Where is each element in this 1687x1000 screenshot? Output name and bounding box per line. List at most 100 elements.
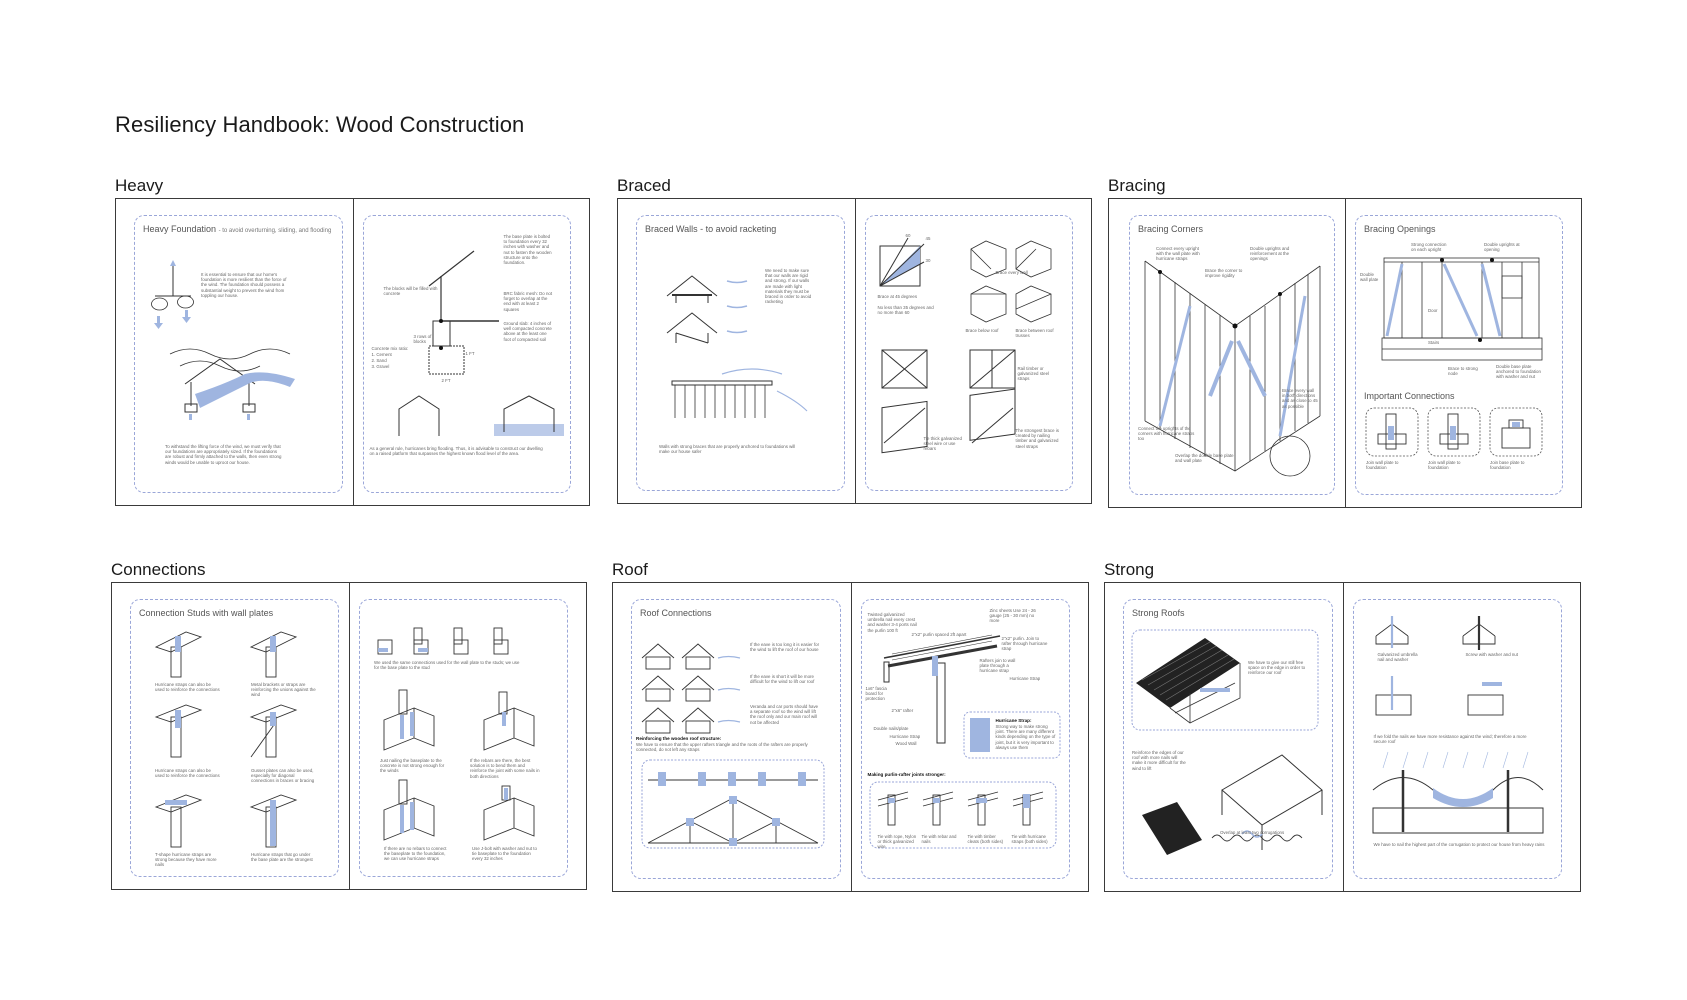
right-page: Bracing Openings Strong connection on ea…: [1355, 215, 1563, 495]
strap-detail-illustration: [963, 711, 1060, 759]
door-label: Door: [1428, 308, 1438, 313]
caption: Strong connection on each upright: [1411, 242, 1447, 253]
stud-connections-illustration: [154, 631, 298, 848]
caption: Brace below roof: [965, 328, 999, 333]
page-heading: Connection Studs with wall plates: [139, 608, 274, 618]
caption: Gusset plates can also be used, especial…: [251, 768, 315, 784]
caption: Reinforce the edges of our roof with mor…: [1132, 750, 1186, 771]
caption: Tie with timber cleats (both sides): [967, 834, 1004, 845]
corner-frame-illustration: [1144, 260, 1321, 477]
book-spread: Heavy Foundation - to avoid overturning,…: [115, 198, 590, 506]
caption: Join base plate to foundation: [1490, 460, 1525, 471]
caption: We have to nail the highest part of the …: [1373, 842, 1545, 847]
caption: Brace at 45 degrees: [877, 294, 918, 299]
caption: Hurricane Strap: [1009, 676, 1041, 681]
page-heading: Heavy Foundation: [143, 224, 217, 234]
caption: If the eave is short it will be more dif…: [750, 674, 815, 685]
caption-heading: Reinforcing the wooden roof structure:: [636, 736, 722, 741]
caption: As a general rule, hurricanes bring floo…: [369, 446, 543, 457]
dimension-label: 2 FT: [441, 378, 451, 383]
left-page: Roof Connections If the eave is too long…: [631, 599, 841, 879]
left-page: Connection Studs with wall plates Hurric…: [130, 599, 339, 877]
book-spread: Strong Roofs We have to give our still f…: [1104, 582, 1581, 892]
book-spread: Roof Connections If the eave is too long…: [612, 582, 1089, 892]
braced-house-illustration: [666, 275, 748, 344]
angle-label: 45: [925, 236, 931, 241]
right-page: Twisted galvanized umbrella nail every c…: [860, 599, 1070, 879]
left-page: Heavy Foundation - to avoid overturning,…: [134, 215, 343, 493]
corrugated-sheet-illustration: [1142, 754, 1323, 855]
caption: Brace the corner to improve rigidity: [1205, 268, 1243, 279]
truss-illustration: [641, 759, 825, 849]
caption: Concrete mix ratio:: [371, 346, 409, 351]
important-connections-illustration: [1365, 407, 1543, 457]
brace-frames-illustration: [881, 349, 1015, 454]
nail-details-illustration: [1375, 616, 1503, 716]
stairs-label: Stairs: [1428, 340, 1440, 345]
caption: To withstand the lifting force of the wi…: [165, 444, 282, 465]
caption: Rail timber or galvanized steel straps: [1017, 366, 1050, 382]
caption: Use J-bolt with washer and nut to tie ba…: [472, 846, 537, 862]
book-spread: Bracing Corners Connect every upright wi: [1108, 198, 1582, 508]
spread-fold: [850, 583, 852, 891]
caption: Ground slab: 4 inches of well compacted …: [503, 321, 552, 342]
purlin-joints-illustration: [869, 781, 1056, 849]
caption: Galvanized umbrella nail and washer: [1377, 652, 1418, 663]
caption: The base plate is bolted to foundation e…: [503, 234, 552, 266]
caption: Metal brackets or straps are reinforcing…: [251, 682, 316, 698]
caption: Double uprights at opening: [1484, 242, 1520, 253]
caption: Double uprights and reinforcement at the…: [1250, 246, 1290, 262]
caption: Brace every wall in both directions and …: [1282, 388, 1318, 409]
base-plate-connections-illustration: [377, 627, 535, 841]
left-page: Bracing Corners Connect every upright wi: [1129, 215, 1335, 495]
caption: If we fold the nails we have more resist…: [1373, 734, 1527, 745]
right-page: We used the same connections used for th…: [359, 599, 568, 877]
eave-houses-illustration: [641, 643, 741, 734]
caption: Hurricane straps can also be used to rei…: [155, 768, 220, 779]
caption: No less than 35 degrees and no more than…: [877, 305, 934, 316]
page-heading: Strong Roofs: [1132, 608, 1185, 618]
book-spread: Braced Walls - to avoid racketing We nee…: [617, 198, 1092, 504]
caption: Rafters join to wall plate through a hur…: [979, 658, 1016, 674]
left-page: Braced Walls - to avoid racketing We nee…: [636, 215, 845, 491]
balance-illustration: [151, 260, 194, 329]
caption: Brace every wall: [995, 270, 1028, 275]
caption: 1x6" fascia board for protection: [865, 686, 887, 702]
dimension-label: 1 FT: [465, 351, 475, 356]
caption: Zinc sheets Use 24 - 26 gauge (25 - 30 m…: [989, 608, 1036, 624]
caption: Brace to strong node: [1448, 366, 1478, 377]
sub-heading: Important Connections: [1364, 391, 1455, 401]
book-spread: Connection Studs with wall plates Hurric…: [111, 582, 587, 890]
caption: Tie with hurricane straps (both sides): [1011, 834, 1048, 845]
caption: It is essential to ensure that our home'…: [201, 272, 287, 298]
caption: Double wall plate: [1360, 272, 1379, 283]
caption: 2. Sand: [371, 358, 387, 363]
caption: 3 rows of blocks: [413, 334, 432, 345]
spread-fold: [854, 199, 856, 503]
page-heading-sub: - to avoid overturning, sliding, and flo…: [218, 228, 332, 234]
caption: 3. Gravel: [371, 364, 390, 369]
caption: If the eave is too long it is easier for…: [750, 642, 820, 653]
caption: Hurricane Strap: [889, 734, 921, 739]
box-bracing-illustration: [970, 240, 1051, 323]
rain-roof-illustration: [1372, 751, 1543, 834]
opening-frame-illustration: [1381, 257, 1543, 361]
roof-reinforce-illustration: [1131, 629, 1319, 731]
caption: T-shape hurricane straps are strong beca…: [155, 852, 217, 868]
caption-heading: Making purlin-rafter joints stronger:: [867, 772, 946, 777]
caption: Twisted galvanized umbrella nail every c…: [867, 612, 917, 633]
page-heading: Bracing Openings: [1364, 224, 1436, 234]
spread-fold: [352, 199, 354, 505]
caption: Tie with rope, Nylon or thick galvanized…: [877, 834, 917, 850]
caption: Hurricane straps that go under the base …: [251, 852, 313, 863]
caption: Tie thick galvanized steel wire or use r…: [923, 436, 962, 452]
caption: Wood Wall: [895, 741, 917, 746]
page-heading: Bracing Corners: [1138, 224, 1204, 234]
page-heading: Roof Connections: [640, 608, 712, 618]
foundation-section-illustration: [428, 250, 499, 375]
right-page: Galvanized umbrella nail and washer Scre…: [1352, 599, 1562, 879]
caption: Just nailing the baseplate to the concre…: [380, 758, 445, 774]
caption: Veranda and car ports should have a sepa…: [750, 704, 819, 725]
caption: Overlap the double base plate and wall p…: [1175, 453, 1234, 464]
caption: 2"x2" purlin spaced 2ft apart: [911, 632, 967, 637]
